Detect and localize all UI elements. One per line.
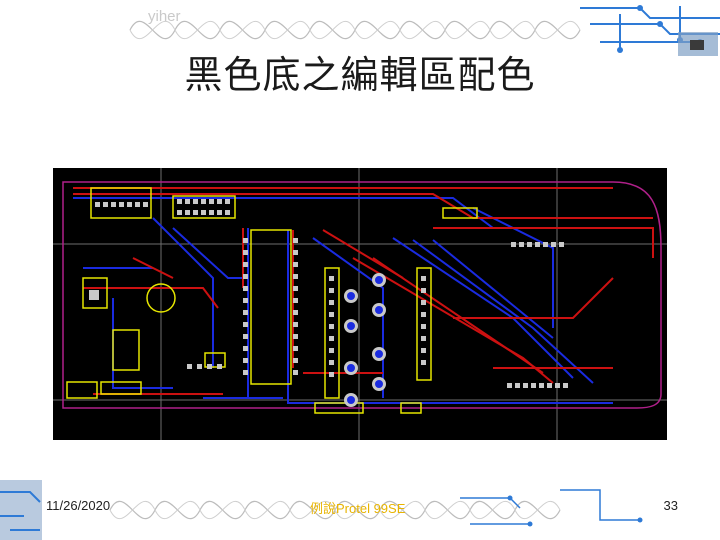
top-circuit-banner (0, 0, 720, 60)
footer-date: 11/26/2020 (46, 498, 111, 513)
slide-page-number: 33 (663, 498, 678, 513)
pcb-editor-image (53, 168, 667, 440)
footer-center-text: 例說Protel 99SE (310, 501, 406, 516)
watermark-text: yiher (148, 8, 181, 25)
bottom-circuit-banner (0, 480, 720, 540)
slide-title: 黑色底之編輯區配色 (184, 53, 536, 97)
